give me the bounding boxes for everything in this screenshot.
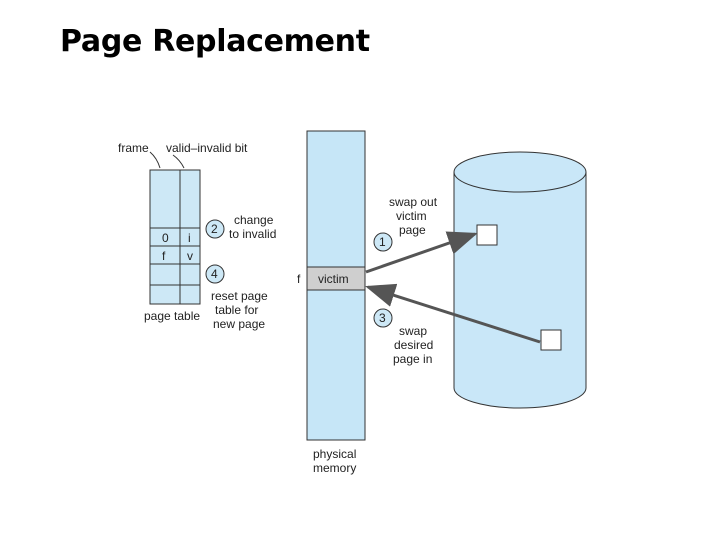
victim-page-on-disk xyxy=(476,224,498,246)
step-2-text-line1: change xyxy=(234,213,274,227)
slide-title: Page Replacement xyxy=(60,24,370,59)
victim-frame xyxy=(306,266,366,291)
step-1-number: 1 xyxy=(379,235,386,249)
step-1-text-line3: page xyxy=(399,223,426,237)
step-4-badge xyxy=(205,264,225,284)
table-row-frame: 0 xyxy=(162,231,169,245)
table-row-frame: f xyxy=(162,249,166,263)
frame-pointer xyxy=(149,151,161,169)
step-1-text-line1: swap out xyxy=(389,195,438,209)
step-2-badge xyxy=(205,219,225,239)
table-row-bit: i xyxy=(188,231,191,245)
bit-pointer xyxy=(172,154,185,169)
step-1-text-line2: victim xyxy=(396,209,427,223)
step-4-text-line3: new page xyxy=(213,317,265,331)
table-row-bit: v xyxy=(187,249,193,263)
physical-memory: victim xyxy=(306,130,366,441)
frame-label: frame xyxy=(118,141,149,155)
frame-marker: f xyxy=(297,272,301,286)
physical-memory-caption-line2: memory xyxy=(313,461,356,475)
step-2-text-line2: to invalid xyxy=(229,227,276,241)
victim-label: victim xyxy=(318,272,349,286)
desired-page-on-disk xyxy=(540,329,562,351)
step-3-text-line3: page in xyxy=(393,352,432,366)
step-4-text-line2: table for xyxy=(215,303,258,317)
disk-cylinder xyxy=(453,151,587,409)
step-4-text-line1: reset page xyxy=(211,289,268,303)
step-3-number: 3 xyxy=(379,311,386,325)
step-3-badge xyxy=(373,308,393,328)
valid-invalid-bit-label: valid–invalid bit xyxy=(166,141,248,155)
swap-in-arrow xyxy=(365,283,541,344)
page-table: 0 i f v xyxy=(149,169,201,305)
step-2-number: 2 xyxy=(211,222,218,236)
step-4-number: 4 xyxy=(211,267,218,281)
physical-memory-caption-line1: physical xyxy=(313,447,356,461)
step-3-text-line2: desired xyxy=(394,338,433,352)
step-3-text-line1: swap xyxy=(399,324,427,338)
page-table-caption: page table xyxy=(144,309,200,323)
swap-out-arrow xyxy=(365,231,478,274)
step-1-badge xyxy=(373,232,393,252)
